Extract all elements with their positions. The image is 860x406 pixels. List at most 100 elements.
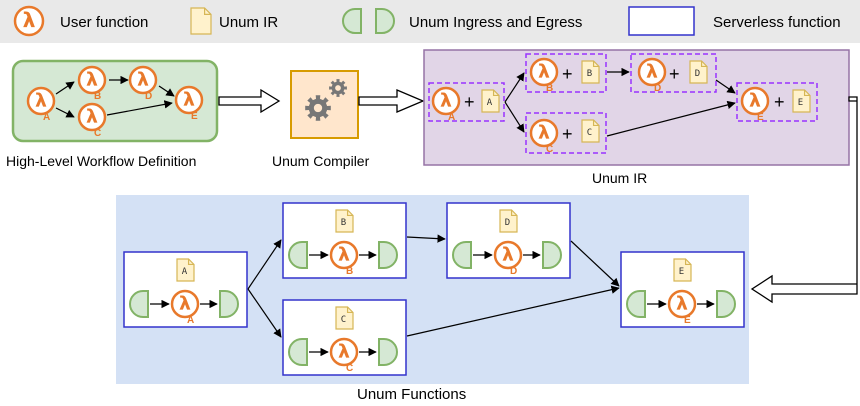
node-tag: C — [346, 363, 353, 374]
lambda-symbol: λ — [502, 244, 514, 265]
workflow-label: High-Level Workflow Definition — [6, 153, 196, 169]
function-e-contents: EλE — [626, 258, 736, 326]
workflow-node-a: λA — [26, 86, 56, 123]
edge-a-b — [247, 239, 282, 290]
ir-plus-e: + — [774, 92, 785, 112]
gear-icon — [305, 95, 331, 121]
lambda-symbol: λ — [338, 244, 350, 265]
doc-tag: A — [182, 267, 188, 277]
node-tag: A — [43, 112, 50, 123]
lambda-icon: λA — [170, 289, 200, 326]
ir-lambda-c: λC — [529, 118, 559, 155]
edge-c-e — [406, 285, 620, 337]
doc-tag: E — [679, 267, 684, 277]
edge-d-e — [570, 240, 620, 287]
edge-b-d — [406, 234, 446, 243]
legend-ingress-egress-icon — [342, 8, 395, 34]
workflow-box — [11, 59, 219, 143]
lambda-circle — [26, 86, 56, 116]
legend-serverless-icon — [628, 6, 695, 36]
ir-plus-c: + — [562, 124, 573, 144]
lambda-symbol: λ — [86, 106, 98, 127]
lambda-circle — [77, 65, 107, 95]
ir-label: Unum IR — [592, 170, 647, 186]
legend: λ User function Unum IR Unum Ingress and… — [13, 5, 841, 37]
legend-user-function-label: User function — [60, 14, 148, 31]
workflow-node-d: λD — [128, 65, 158, 102]
doc-tag: E — [798, 98, 803, 108]
lambda-symbol: λ — [23, 8, 36, 32]
ir-doc-c: C — [581, 119, 600, 143]
lambda-circle — [667, 289, 697, 319]
node-tag: E — [757, 112, 764, 123]
functions-label: Unum Functions — [357, 386, 466, 403]
lambda-circle — [174, 85, 204, 115]
lambda-circle — [329, 337, 359, 367]
ir-plus-b: + — [562, 64, 573, 84]
egress-icon — [378, 241, 398, 269]
node-tag: C — [546, 144, 553, 155]
node-tag: B — [94, 91, 101, 102]
doc-tag: C — [341, 315, 346, 325]
compiler — [290, 70, 359, 139]
lambda-circle — [637, 57, 667, 87]
workflow-node-c: λC — [77, 102, 107, 139]
ir-group-d — [630, 53, 717, 93]
node-tag: C — [94, 128, 101, 139]
node-tag: E — [191, 111, 198, 122]
lambda-symbol: λ — [440, 90, 452, 111]
lambda-symbol: λ — [646, 61, 658, 82]
ir-group-e — [736, 82, 818, 122]
lambda-symbol: λ — [35, 90, 47, 111]
egress-icon — [219, 290, 239, 318]
lambda-circle — [431, 86, 461, 116]
ir-group-b — [525, 53, 607, 93]
egress-icon — [378, 338, 398, 366]
node-tag: D — [654, 83, 661, 94]
function-c-contents: CλC — [288, 306, 398, 374]
ir-lambda-b: λB — [529, 57, 559, 94]
compiler-label: Unum Compiler — [272, 153, 370, 169]
legend-lambda-icon: λ — [13, 5, 45, 37]
ir-lambda-e: λE — [740, 86, 770, 123]
ir-doc-e: E — [792, 89, 811, 113]
egress-icon — [716, 290, 736, 318]
legend-ir-doc-icon — [190, 7, 212, 35]
doc-tag: D — [505, 218, 510, 228]
doc-tag: D — [695, 69, 700, 79]
doc-tag: C — [587, 128, 592, 138]
function-a-contents: AλA — [129, 258, 239, 326]
ir-doc-b: B — [581, 60, 600, 84]
lambda-icon: λE — [667, 289, 697, 326]
ir-plus-d: + — [669, 64, 680, 84]
doc-tag: B — [587, 69, 592, 79]
workflow-node-e: λE — [174, 85, 204, 122]
lambda-icon: λC — [329, 337, 359, 374]
lambda-symbol: λ — [538, 61, 550, 82]
function-d-contents: DλD — [452, 209, 562, 277]
gear-small-icon — [329, 79, 347, 97]
lambda-symbol: λ — [183, 89, 195, 110]
lambda-symbol: λ — [749, 90, 761, 111]
doc-tag: A — [487, 98, 493, 108]
ir-group-c — [525, 112, 607, 154]
function-b-contents: BλB — [288, 209, 398, 277]
lambda-symbol: λ — [538, 122, 550, 143]
lambda-circle — [740, 86, 770, 116]
ir-plus-a: + — [464, 92, 475, 112]
lambda-circle — [128, 65, 158, 95]
ir-doc-a: A — [481, 89, 500, 113]
node-tag: A — [187, 315, 194, 326]
lambda-circle — [170, 289, 200, 319]
lambda-circle — [13, 5, 45, 37]
lambda-symbol: λ — [338, 341, 350, 362]
lambda-symbol: λ — [179, 293, 191, 314]
node-tag: A — [448, 112, 455, 123]
lambda-circle — [493, 240, 523, 270]
arrow-ir-to-functions — [750, 96, 858, 304]
arrow-compiler-to-ir — [358, 89, 425, 113]
doc-shape — [190, 7, 212, 35]
node-tag: D — [145, 91, 152, 102]
